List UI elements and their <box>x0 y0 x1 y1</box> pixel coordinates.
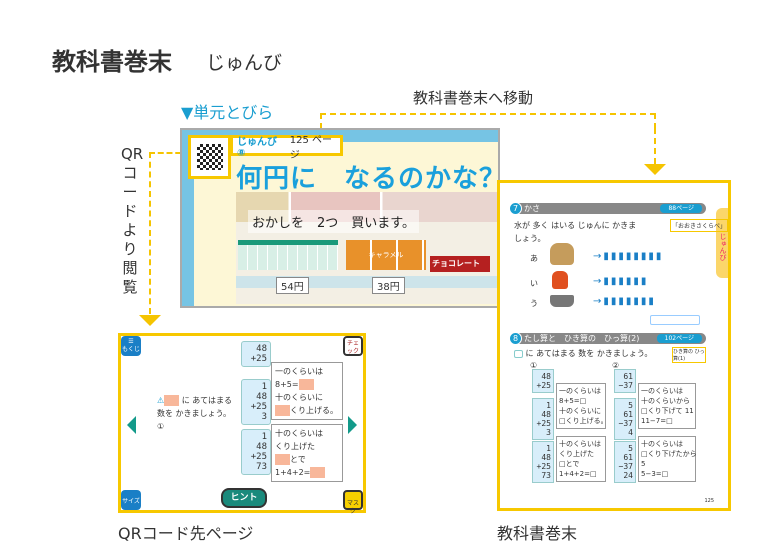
calc-step: 1 48 +25 73 <box>241 429 271 475</box>
step-line: 1+4+2= <box>275 468 311 477</box>
unit-cover-label: ▼単元とびら <box>181 103 274 122</box>
warning-icon: ⚠ <box>157 396 165 405</box>
step-line: くり上げる。 <box>290 406 338 415</box>
qr-page-caption: QRコード先ページ <box>118 524 254 543</box>
section-page: 102ページ <box>656 334 702 343</box>
connector-top <box>320 113 656 129</box>
cups-row: →▮▮▮▮▮▮▮ <box>593 296 656 307</box>
step-line: くり上げた <box>275 442 315 451</box>
step-line: とで <box>290 455 306 464</box>
connector-top-down <box>654 128 656 164</box>
step-box-1: 一のくらいは 8+5= 十のくらいに くり上げる。 <box>271 362 343 420</box>
move-to-back-label: 教科書巻末へ移動 <box>413 89 534 107</box>
step-line: 十のくらいは <box>275 429 323 438</box>
back-page-caption: 教科書巻末 <box>497 524 578 543</box>
step-box: 一のくらいは 十のくらいから □くり下げて 11 11−7=□ <box>638 383 696 429</box>
question-text: ⚠ に あてはまる 数を かきましょう。① <box>157 395 232 431</box>
qr-code-box[interactable] <box>188 135 231 179</box>
step-box: 十のくらいは くり上げた □とで 1+4+2=□ <box>556 436 606 482</box>
size-button[interactable]: サイズ <box>121 490 141 510</box>
pan-icon <box>550 295 574 307</box>
problem-mark: ① <box>530 361 538 370</box>
section-title: かさ <box>524 204 540 213</box>
textbook-back-page: じゅんび 7 かさ 88ページ 水が 多く はいる じゅんに かきましょう。 「… <box>497 180 731 511</box>
step-line: 一のくらいは <box>275 367 323 376</box>
section-header: 7 かさ 88ページ <box>509 202 706 215</box>
row-mark: う <box>530 299 538 308</box>
hint-button[interactable]: ヒント <box>221 488 267 508</box>
next-page-arrow-icon[interactable] <box>348 416 357 434</box>
answer-field[interactable] <box>275 405 290 416</box>
section-number: 8 <box>509 332 522 345</box>
pot-icon <box>552 271 568 289</box>
problem-mark: ② <box>612 361 620 370</box>
price-tag: 54円 <box>276 277 309 294</box>
arrow-down-icon <box>139 315 161 326</box>
section-title: たし算と ひき算の ひっ算(2) <box>524 334 640 343</box>
mask-button[interactable]: マスク <box>343 490 363 515</box>
answer-field[interactable] <box>298 379 314 390</box>
step-line: 十のくらいに <box>275 393 323 402</box>
unit-title: 何円に なるのかな？ <box>236 164 507 194</box>
connector-left <box>149 152 190 314</box>
step-line: 8+5= <box>275 380 299 389</box>
unit-tag-box: じゅんび⑧ 125 ページ <box>230 135 343 161</box>
calc-step: 48 +25 <box>241 341 271 367</box>
unit-tag: じゅんび⑧ <box>237 136 277 159</box>
shelf-illustration: おかしを 2つ 買います。 キャラメル チョコレート 54円 38円 <box>236 192 498 304</box>
menu-label: もくじ <box>121 346 140 353</box>
step-box-2: 十のくらいは くり上げた とで 1+4+2= <box>271 424 343 482</box>
question-text: に あてはまる 数を かきましょう。 <box>514 348 652 359</box>
prev-page-arrow-icon[interactable] <box>127 416 136 434</box>
question-text: 水が 多く はいる じゅんに かきましょう。 <box>514 221 637 243</box>
step-box: 一のくらいは 8+5=□ 十のくらいに □くり上げる。 <box>556 383 608 429</box>
step-box: 十のくらいは □くり下げたから 5 5−3=□ <box>638 436 697 482</box>
calc-step: 48 +25 <box>532 369 554 393</box>
qr-view-label: QRコードより閲覧 <box>121 145 144 296</box>
kettle-icon <box>550 243 574 265</box>
menu-button[interactable]: ☰もくじ <box>121 336 141 356</box>
calc-step: 5 61 −37 24 <box>614 441 636 483</box>
instruction-text: おかしを 2つ 買います。 <box>248 210 419 233</box>
cups-row: →▮▮▮▮▮▮▮▮ <box>593 251 664 262</box>
calc-step: 1 48 +25 73 <box>532 441 554 483</box>
page-subtitle: じゅんび <box>206 52 283 74</box>
candy-goods <box>238 240 338 270</box>
menu-icon: ☰ <box>128 338 134 345</box>
calc-step: 5 61 −37 4 <box>614 398 636 440</box>
side-tab: じゅんび <box>716 208 728 278</box>
answer-field[interactable] <box>310 467 326 478</box>
caramel-goods: キャラメル <box>346 240 426 270</box>
qr-code-icon <box>196 144 223 170</box>
section-header: 8 たし算と ひき算の ひっ算(2) 102ページ <box>509 332 706 345</box>
page-number: 125 <box>704 498 714 504</box>
section-page: 88ページ <box>660 204 702 213</box>
check-button[interactable]: チェック <box>343 336 363 356</box>
cups-row: →▮▮▮▮▮▮ <box>593 276 649 287</box>
calc-step: 1 48 +25 3 <box>532 398 554 440</box>
answer-field[interactable] <box>650 315 700 325</box>
section-number: 7 <box>509 202 522 215</box>
row-mark: い <box>530 279 538 288</box>
reference-note: ひき算の ひっ算(1) <box>672 347 706 363</box>
price-tag: 38円 <box>372 277 405 294</box>
calc-step: 61 −37 <box>614 369 636 393</box>
unit-page-number: 125 ページ <box>289 134 333 161</box>
reference-note: 「おおきさくらべ」 <box>670 219 728 232</box>
qr-destination-page: ☰もくじ チェック サイズ マスク ⚠ に あてはまる 数を かきましょう。① … <box>118 333 366 515</box>
chocolate-goods: チョコレート <box>430 256 490 272</box>
row-mark: あ <box>530 254 538 263</box>
calc-step: 1 48 +25 3 <box>241 379 271 425</box>
answer-field[interactable] <box>275 454 290 465</box>
arrow-down-icon <box>644 164 666 175</box>
page-title: 教科書巻末 <box>52 48 172 76</box>
